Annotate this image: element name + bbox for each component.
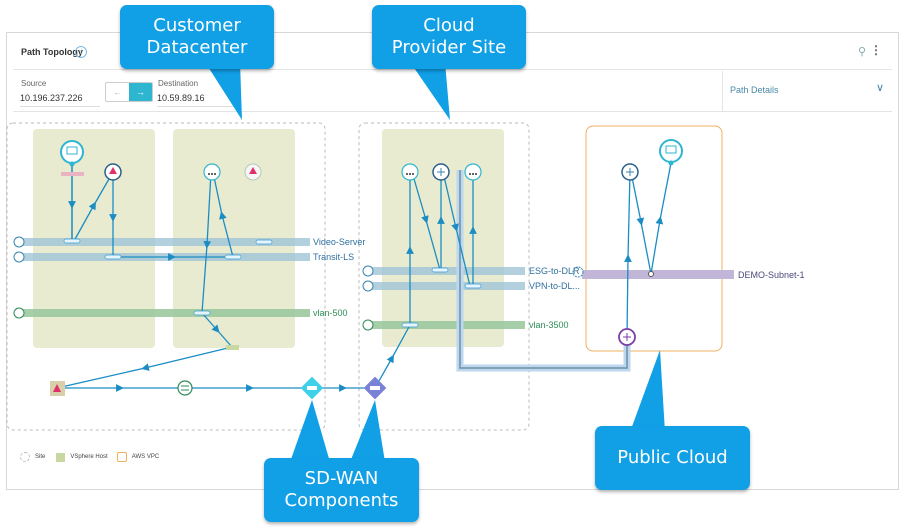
site-icon [20,452,30,462]
chevron-down-icon[interactable]: ∨ [875,82,884,94]
vm-group-icon[interactable] [401,163,419,181]
direction-reverse-button[interactable]: ← [113,87,122,97]
divider [722,71,723,111]
callout-text: Cloud Provider Site [391,15,507,58]
network-band-vlan-3500[interactable] [372,321,525,329]
network-label: VPN-to-DL... [529,281,580,291]
physical-switch-icon[interactable] [177,380,193,396]
network-label: Video-Server [313,237,365,247]
vm-destination-icon[interactable] [659,139,683,166]
legend-label: AWS VPC [131,454,160,460]
network-label: Transit-LS [313,252,354,262]
network-label: vlan-3500 [529,320,569,330]
aws-vpc-icon [116,452,127,462]
physical-firewall-icon[interactable] [50,381,65,396]
network-band-vlan-500[interactable] [22,309,310,317]
router-port-icon [572,266,584,278]
network-band-video-server[interactable] [22,238,310,246]
divider [13,111,892,112]
network-band-demo-subnet[interactable] [582,270,734,279]
more-vertical-icon[interactable]: ⋮ [870,43,882,57]
vm-group-icon[interactable] [464,163,482,181]
firewall-edge-icon[interactable] [104,163,122,181]
legend: Site VSphere Host AWS VPC [20,452,159,462]
network-band-esg-to-dlr[interactable] [372,267,525,275]
vlan-icon [13,307,374,331]
legend-label: VSphere Host [70,454,108,460]
aws-vpc[interactable] [585,125,723,352]
firewall-edge-icon[interactable] [244,163,262,181]
destination-input[interactable]: 10.59.89.16 [157,93,237,107]
destination-label: Destination [158,79,199,88]
vsphere-host-icon [56,452,66,462]
direction-toggle: ← → [105,82,153,102]
source-input[interactable]: 10.196.237.226 [20,93,100,107]
pin-icon[interactable]: ⚲ [857,46,866,58]
panel-title: Path Topology [21,47,83,57]
callout-text: Public Cloud [617,447,728,468]
callout-cloud-provider: Cloud Provider Site [372,5,526,69]
vm-group-icon[interactable] [203,163,221,181]
direction-forward-button[interactable]: → [129,83,152,101]
path-lines [56,162,672,392]
router-icon[interactable] [432,163,450,181]
sdwan-edge-icon[interactable] [300,376,324,400]
cloud-gateway-icon[interactable] [618,328,636,346]
site-cloud-provider[interactable] [358,122,530,431]
site-customer-datacenter[interactable] [6,122,326,431]
uplink-port[interactable] [226,345,239,350]
network-label: DEMO-Subnet-1 [738,270,805,280]
info-icon[interactable]: i [75,46,87,58]
sdwan-gateway-icon[interactable] [363,376,387,400]
callout-customer-datacenter: Customer Datacenter [120,5,274,69]
vsphere-host[interactable] [382,129,504,347]
subnet-port[interactable] [648,271,654,277]
callout-text: SD-WAN Components [284,468,399,511]
logical-switch-icon [13,236,374,292]
legend-label: Site [35,454,46,460]
callout-public-cloud: Public Cloud [595,426,750,490]
network-label: ESG-to-DLR [529,266,580,276]
vm-name-tag [61,172,84,176]
source-label: Source [21,79,47,88]
network-label: vlan-500 [313,308,348,318]
router-icon[interactable] [621,163,639,181]
network-band-vpn-to-dl[interactable] [372,282,525,290]
callout-text: Customer Datacenter [146,15,248,58]
vm-source-icon[interactable] [60,140,84,167]
port-chip[interactable] [63,238,482,328]
path-details-toggle[interactable]: Path Details [730,85,779,95]
divider [13,69,892,70]
callout-sdwan: SD-WAN Components [264,458,419,522]
